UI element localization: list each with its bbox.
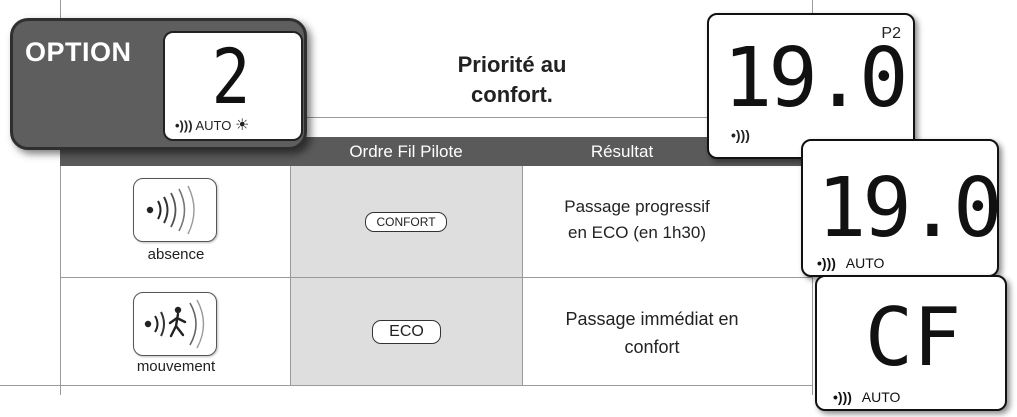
signal-waves-icon: •))) xyxy=(833,389,852,405)
option-digit: 2 xyxy=(211,32,251,121)
display-row1: 19.0 •))) AUTO xyxy=(801,139,1002,277)
option-status: AUTO xyxy=(195,118,232,133)
presence-absence-icon xyxy=(146,185,195,235)
display-row1-status-row: •))) AUTO xyxy=(817,255,884,271)
option-panel: OPTION 2 •))) AUTO ☀ xyxy=(10,18,307,150)
table-left-border xyxy=(60,0,61,395)
row-divider xyxy=(60,277,812,278)
title-line-2: confort. xyxy=(471,82,553,107)
row1-order: CONFORT xyxy=(290,166,522,277)
presence-movement-icon xyxy=(144,299,205,349)
display-row2-status: AUTO xyxy=(861,389,901,405)
option-label: OPTION xyxy=(25,37,132,67)
title-row-bottom-line xyxy=(300,117,812,118)
row1-result-line-2: en ECO (en 1h30) xyxy=(568,223,706,242)
display-row2-status-row: •))) AUTO xyxy=(833,389,900,405)
table-title: Priorité au confort. xyxy=(312,40,712,120)
display-row2: CF •))) AUTO xyxy=(815,275,1007,411)
signal-waves-icon: •))) xyxy=(175,118,193,133)
display-row1-value: 19.0 xyxy=(817,161,1002,256)
signal-waves-icon: •))) xyxy=(817,255,836,271)
col-divider xyxy=(290,166,291,385)
header-result: Résultat xyxy=(590,142,654,161)
mouvement-button[interactable] xyxy=(133,292,217,356)
signal-waves-icon: •))) xyxy=(731,127,750,143)
display-p2-tag: P2 xyxy=(881,25,901,42)
row2-order: ECO xyxy=(291,278,522,385)
header-order: Ordre Fil Pilote xyxy=(349,142,463,161)
display-row1-status: AUTO xyxy=(845,255,885,271)
option-status-row: •))) AUTO ☀ xyxy=(175,115,295,134)
col-divider xyxy=(522,166,523,385)
display-p2: P2 19.0 •))) xyxy=(707,13,915,159)
confort-pill: CONFORT xyxy=(365,211,447,232)
table-bottom-line xyxy=(0,385,812,386)
option-display: 2 •))) AUTO ☀ xyxy=(163,31,303,141)
row1-result: Passage progressif en ECO (en 1h30) xyxy=(522,185,812,255)
display-p2-value: 19.0 xyxy=(723,31,908,126)
row1-label: absence xyxy=(147,246,205,263)
row2-label: mouvement xyxy=(136,358,216,375)
eco-pill: ECO xyxy=(372,319,441,344)
row2-result-line-2: confort xyxy=(624,337,680,357)
sun-icon: ☀ xyxy=(234,117,250,134)
table-header-row: Ordre Fil Pilote Résultat xyxy=(60,137,812,166)
row1-result-line-1: Passage progressif xyxy=(564,197,710,216)
title-line-1: Priorité au xyxy=(457,52,567,77)
row2-result-line-1: Passage immédiat en xyxy=(565,309,739,329)
absence-button[interactable] xyxy=(133,178,217,242)
row2-result: Passage immédiat en confort xyxy=(522,298,812,368)
display-row2-value: CF xyxy=(864,291,962,384)
